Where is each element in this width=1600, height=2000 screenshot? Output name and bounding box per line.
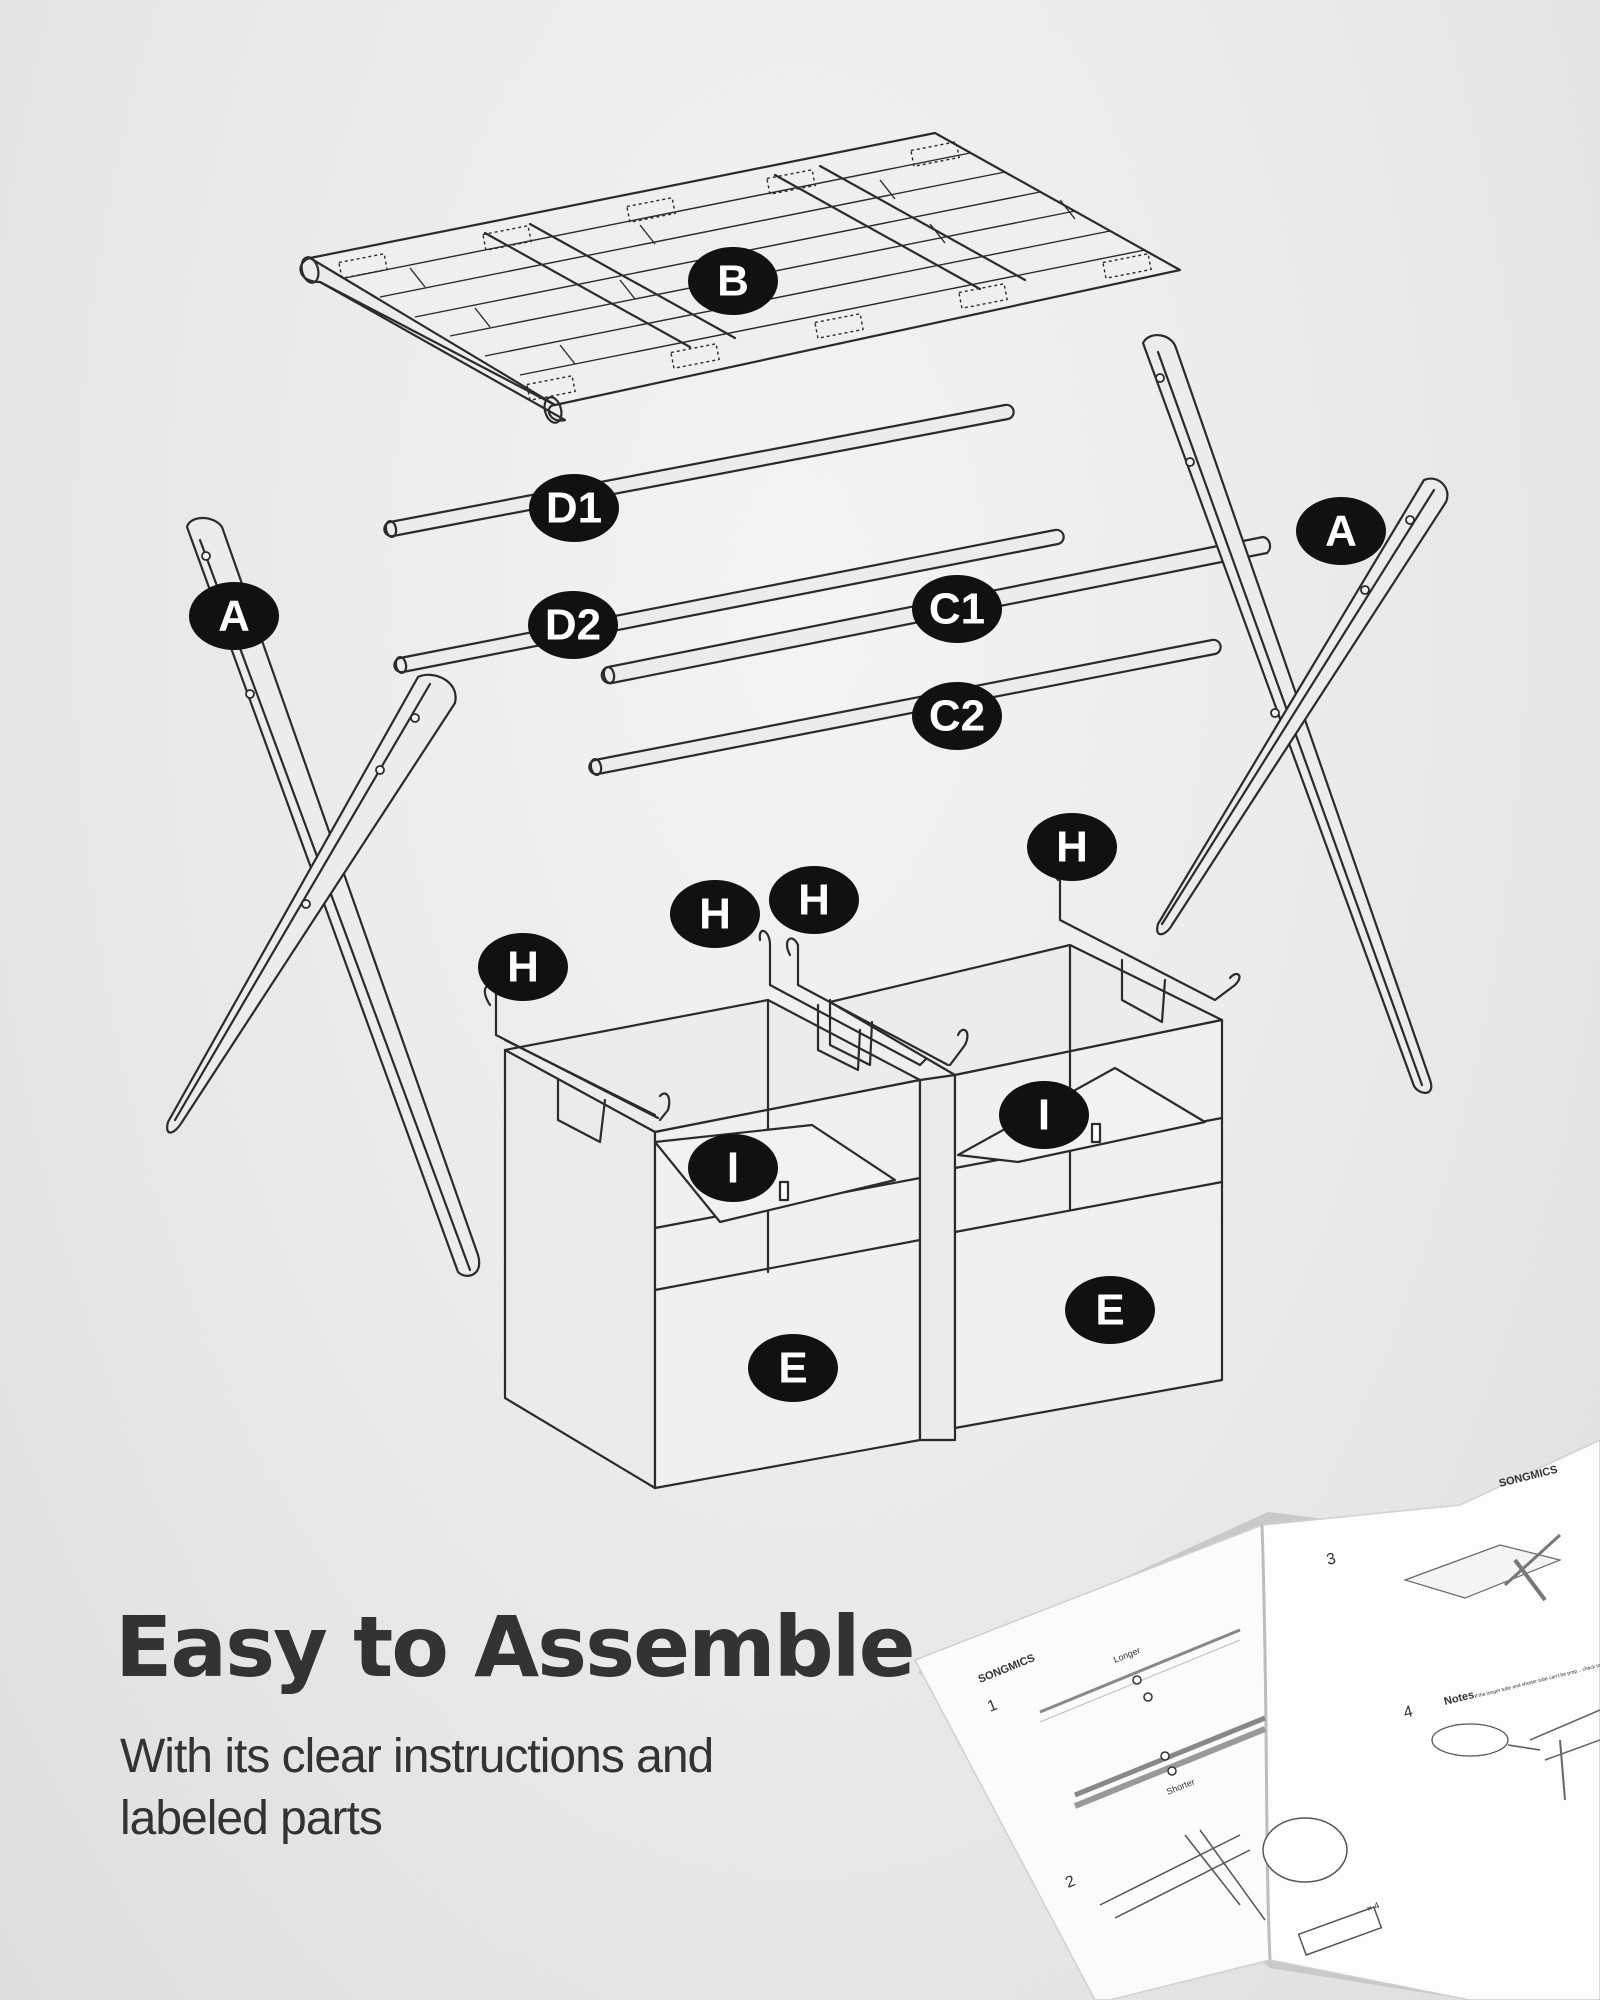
svg-text:D2: D2 [545, 601, 601, 650]
label-hook-h-1: H [478, 933, 568, 1001]
label-bag-e-right: E [1065, 1276, 1155, 1344]
headline: Easy to Assemble [115, 1598, 916, 1696]
svg-text:H: H [507, 943, 539, 992]
svg-text:I: I [727, 1144, 739, 1193]
leg-right [1141, 334, 1449, 1094]
svg-text:C1: C1 [929, 585, 985, 634]
label-rod-c2: C2 [912, 682, 1002, 750]
svg-text:E: E [1095, 1286, 1124, 1335]
label-leg-right-a: A [1296, 497, 1386, 565]
label-rod-d1: D1 [529, 474, 619, 542]
svg-text:I: I [1038, 1091, 1050, 1140]
rod-c2 [588, 638, 1222, 777]
svg-text:A: A [1325, 507, 1357, 556]
svg-text:H: H [798, 876, 830, 925]
subheadline: With its clear instructions and labeled … [120, 1730, 714, 1845]
label-hook-h-4: H [1027, 813, 1117, 881]
svg-text:E: E [778, 1344, 807, 1393]
booklet-step-4: 4 [1402, 1703, 1415, 1722]
svg-text:H: H [1056, 823, 1088, 872]
label-hook-h-2: H [670, 880, 760, 948]
leg-left [166, 516, 481, 1277]
instruction-booklet: SONGMICS 1 Longer Shorter 2 × 4 SONGMICS… [913, 1439, 1600, 2000]
svg-text:A: A [218, 592, 250, 641]
label-bag-e-left: E [748, 1334, 838, 1402]
label-divider-i-left: I [688, 1134, 778, 1202]
svg-text:B: B [717, 257, 749, 306]
label-rod-c1: C1 [912, 575, 1002, 643]
booklet-step-3: 3 [1325, 1550, 1338, 1569]
booklet-qty: × 4 [1365, 1900, 1380, 1914]
label-hook-h-3: H [769, 866, 859, 934]
rod-d1 [383, 403, 1015, 539]
label-leg-left-a: A [189, 582, 279, 650]
svg-text:C2: C2 [929, 692, 985, 741]
label-divider-i-right: I [999, 1081, 1089, 1149]
label-rod-d2: D2 [528, 591, 618, 659]
svg-text:H: H [699, 890, 731, 939]
svg-text:D1: D1 [546, 484, 602, 533]
label-tabletop-b: B [688, 247, 778, 315]
